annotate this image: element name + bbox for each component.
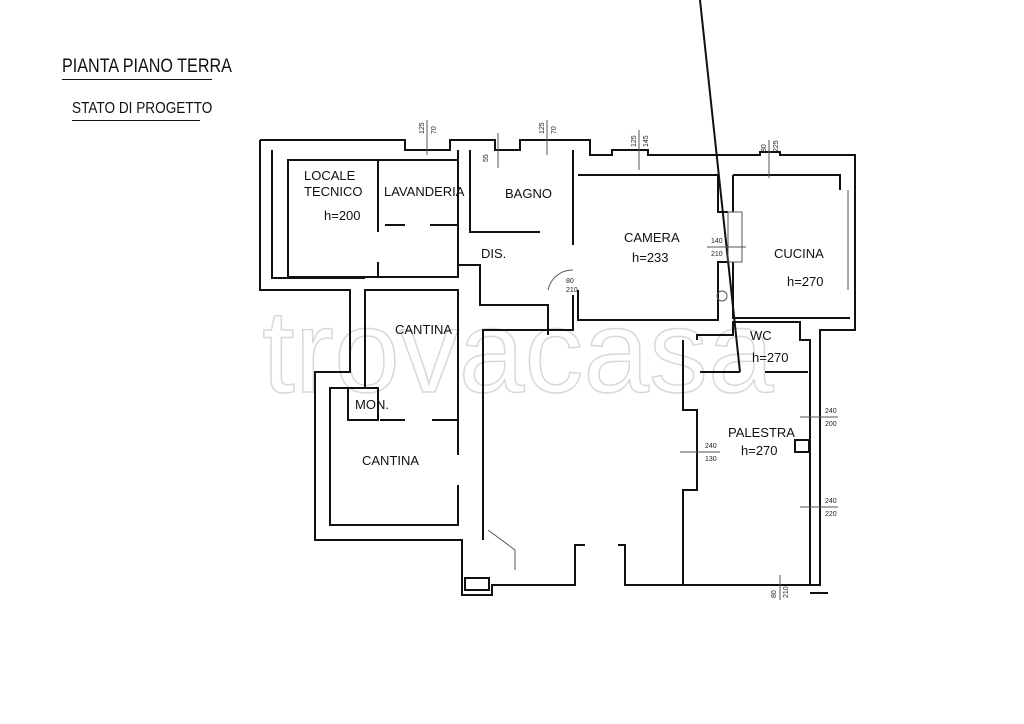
dimension-labels: 125 70 125 70 55 125 145 80 225 140 210 … (419, 120, 838, 600)
dim-door-dis-b: 210 (566, 287, 578, 294)
subtitle-underline (72, 120, 200, 121)
room-label-camera: CAMERA (624, 230, 680, 245)
room-height-camera: h=233 (632, 250, 669, 265)
dim-win-cucina-a: 80 (761, 144, 768, 152)
dim-win-palestra-r2-a: 240 (825, 498, 837, 505)
room-label-mon: MON. (355, 397, 389, 412)
dim-win-camera-b: 145 (643, 135, 650, 147)
dim-win-palestra-r2-b: 220 (825, 511, 837, 518)
room-label-locale-tecnico: LOCALE (304, 168, 356, 183)
dim-win-palestra-left-b: 130 (705, 456, 717, 463)
room-label-wc: WC (750, 328, 772, 343)
room-label-locale-tecnico-2: TECNICO (304, 184, 363, 199)
dim-sill-bagno: 55 (483, 154, 490, 162)
room-label-palestra: PALESTRA (728, 425, 795, 440)
room-label-dis: DIS. (481, 246, 506, 261)
dim-win-camera-a: 125 (631, 135, 638, 147)
room-label-cantina-top: CANTINA (395, 322, 452, 337)
dim-win-bagno-a: 125 (539, 122, 546, 134)
dim-win-bagno-b: 70 (551, 126, 558, 134)
dim-win-palestra-left-a: 240 (705, 443, 717, 450)
dim-door-dis-a: 80 (566, 278, 574, 285)
room-label-lavanderia: LAVANDERIA (384, 184, 465, 199)
watermark: trovacasa (262, 286, 774, 418)
room-label-cantina-bottom: CANTINA (362, 453, 419, 468)
title-underline (62, 79, 212, 80)
room-label-bagno: BAGNO (505, 186, 552, 201)
dim-door-palestra-b: 210 (783, 586, 790, 598)
dim-win-lav-b: 70 (431, 126, 438, 134)
dim-win-palestra-r1-a: 240 (825, 408, 837, 415)
dim-opening-camera-b: 210 (711, 251, 723, 258)
plan-title: PIANTA PIANO TERRA (62, 56, 232, 77)
dim-win-palestra-r1-b: 200 (825, 421, 837, 428)
room-height-palestra: h=270 (741, 443, 778, 458)
room-height-wc: h=270 (752, 350, 789, 365)
room-height-locale-tecnico: h=200 (324, 208, 361, 223)
plan-subtitle: STATO DI PROGETTO (72, 100, 213, 117)
room-height-cucina: h=270 (787, 274, 824, 289)
dim-door-palestra-a: 80 (771, 590, 778, 598)
room-labels: LOCALE TECNICO h=200 LAVANDERIA BAGNO DI… (304, 168, 824, 468)
dim-win-cucina-b: 225 (773, 140, 780, 152)
dim-opening-camera-a: 140 (711, 238, 723, 245)
room-label-cucina: CUCINA (774, 246, 824, 261)
dim-win-lav-a: 125 (419, 122, 426, 134)
